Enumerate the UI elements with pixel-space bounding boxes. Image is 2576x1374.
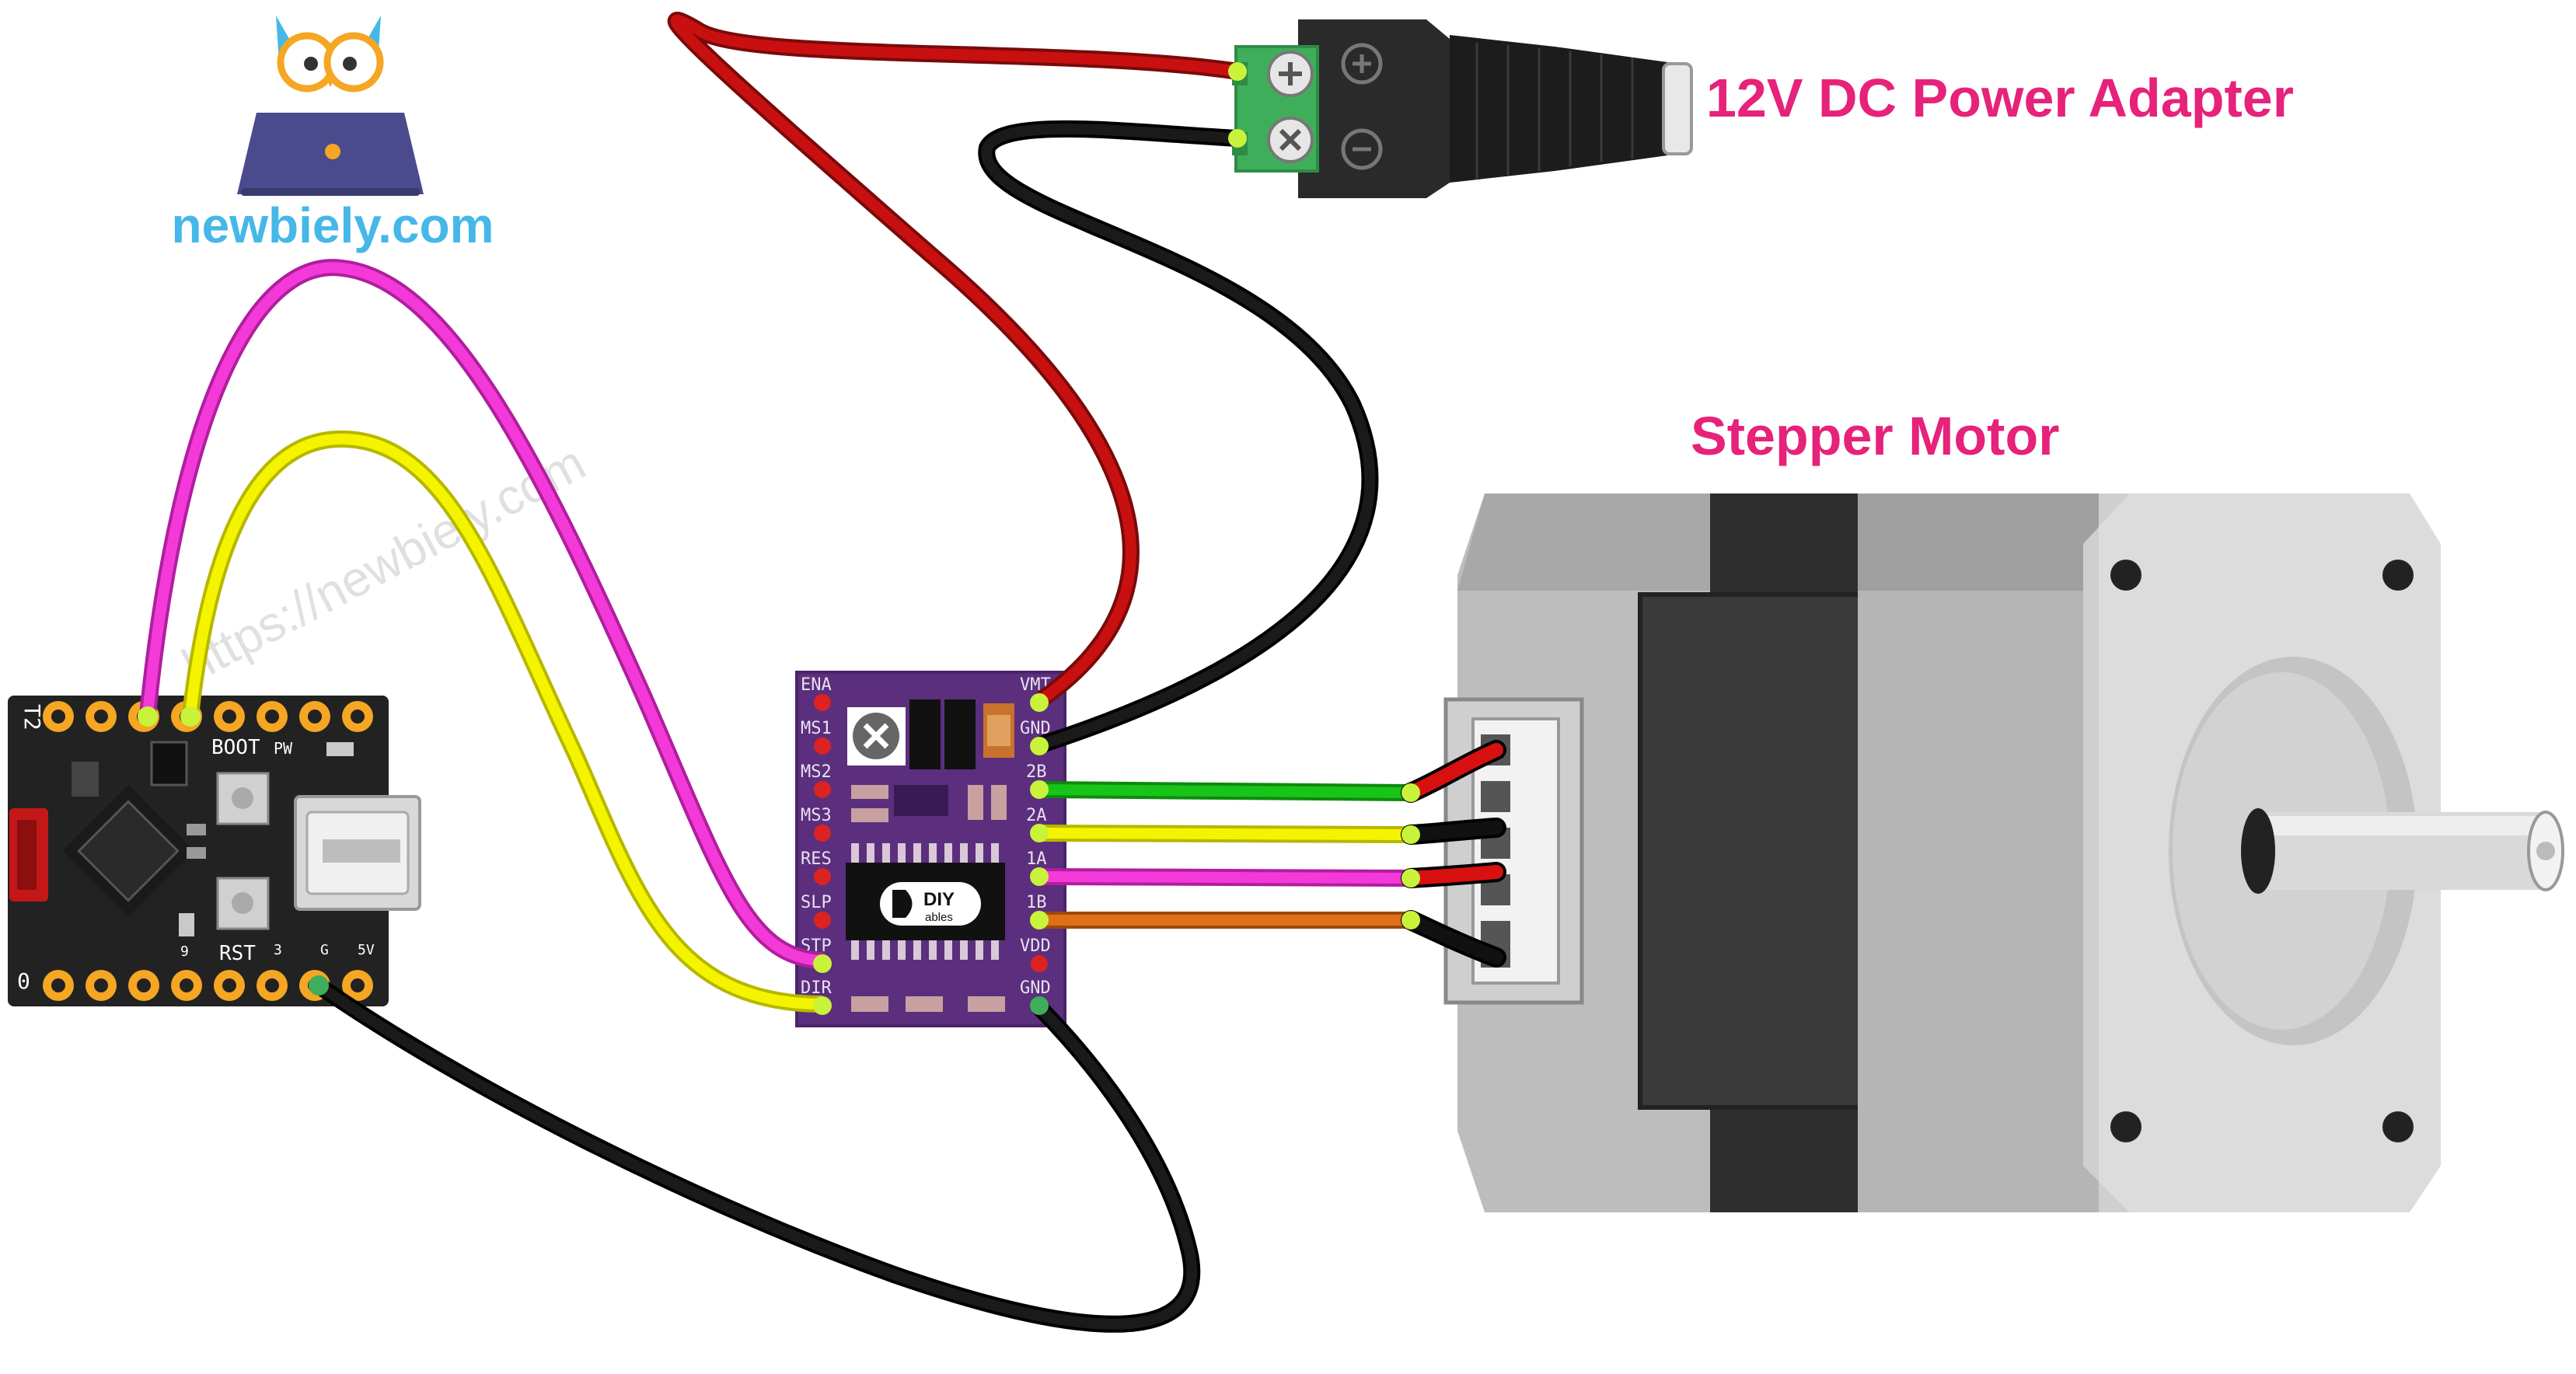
diyables-logo: DIY ables <box>880 882 981 926</box>
pin-label-slp: SLP <box>801 893 832 912</box>
logo-text: DIY <box>923 889 955 910</box>
brand-logo: newbiely.com <box>172 16 494 253</box>
pin-label-ms3: MS3 <box>801 806 832 825</box>
dc-power-adapter <box>1232 19 1693 198</box>
pin-label-dir: DIR <box>801 978 832 998</box>
minus-symbol-icon <box>1341 128 1383 170</box>
boot-label: BOOT <box>211 736 260 759</box>
board-edge-label-t2: T2 <box>19 704 45 731</box>
wire-red-vmt-to-plus <box>667 12 1246 708</box>
pin-label-gnd-bottom: GND <box>1020 978 1051 998</box>
pin-label-vdd: VDD <box>1020 936 1051 956</box>
wire-end-markers <box>138 62 1420 1015</box>
pin-3-label: 3 <box>274 942 282 958</box>
pin-label-res: RES <box>801 849 832 869</box>
pin-label-ms2: MS2 <box>801 762 832 782</box>
stepper-driver-board: ENA MS1 MS2 MS3 RES SLP STP DIR VMT GND … <box>795 671 1066 1027</box>
logo-sub-text: ables <box>925 911 953 924</box>
laptop-icon <box>237 113 424 196</box>
rst-label: RST <box>219 942 256 965</box>
wires <box>139 12 1506 1333</box>
pin-9-label: 9 <box>180 943 189 960</box>
wire-black-gnd-to-minus <box>978 120 1379 753</box>
pin-label-1a: 1A <box>1026 849 1047 869</box>
pin-label-1b: 1B <box>1026 893 1047 912</box>
stepper-motor-label: Stepper Motor <box>1691 406 2059 466</box>
pin-label-2b: 2B <box>1026 762 1047 782</box>
pin-label-ena: ENA <box>801 675 832 695</box>
brand-name: newbiely.com <box>172 197 494 253</box>
power-adapter-label: 12V DC Power Adapter <box>1706 68 2294 128</box>
stepper-motor <box>1443 493 2564 1212</box>
esp32-board: T2 0 BOOT RST PW 9 3 G 5V <box>8 696 421 1006</box>
board-edge-label-0: 0 <box>17 968 30 994</box>
plus-symbol-icon <box>1341 43 1383 85</box>
pin-g-label: G <box>320 942 329 958</box>
pw-label: PW <box>274 739 293 758</box>
pin-label-ms1: MS1 <box>801 719 832 738</box>
owl-icon <box>276 16 384 92</box>
pin-5v-label: 5V <box>358 942 375 958</box>
pin-label-2a: 2A <box>1026 806 1047 825</box>
